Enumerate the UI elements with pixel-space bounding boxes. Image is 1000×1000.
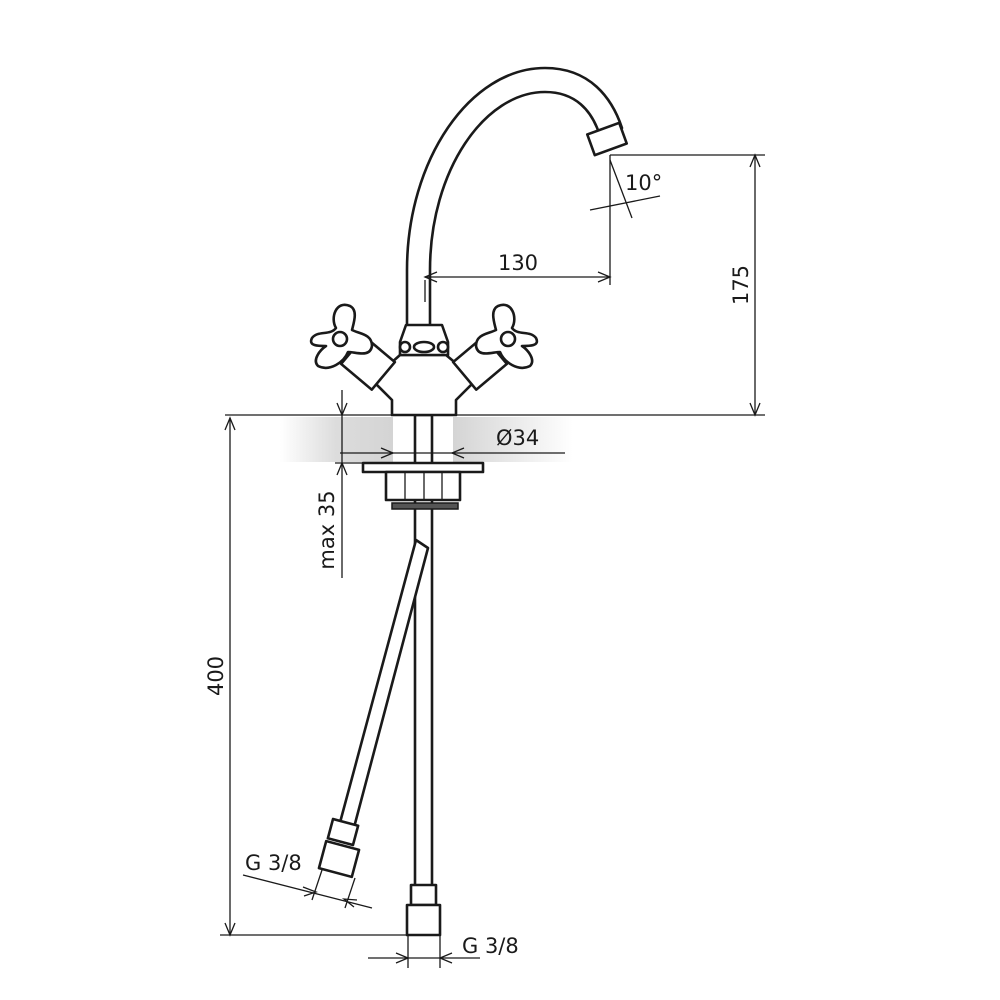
hose-fitting-left <box>317 817 361 879</box>
hose-fitting-bottom <box>405 883 442 937</box>
spout <box>405 66 629 332</box>
dimension-lines <box>220 153 765 968</box>
dim-thread-left: G 3/8 <box>245 851 302 875</box>
dim-hose-length: 400 <box>204 656 228 696</box>
faucet-body <box>309 303 539 417</box>
dim-hole-diameter: Ø34 <box>496 426 539 450</box>
supply-pipe <box>317 413 442 937</box>
dim-thread-bottom: G 3/8 <box>462 934 519 958</box>
dim-spout-reach: 130 <box>498 251 538 275</box>
aerator <box>585 121 629 157</box>
dim-spout-height: 175 <box>729 265 753 305</box>
dim-spout-angle: 10° <box>625 171 662 195</box>
countertop <box>225 414 765 462</box>
mounting-kit <box>361 461 485 510</box>
dim-max-thickness: max 35 <box>315 490 339 569</box>
